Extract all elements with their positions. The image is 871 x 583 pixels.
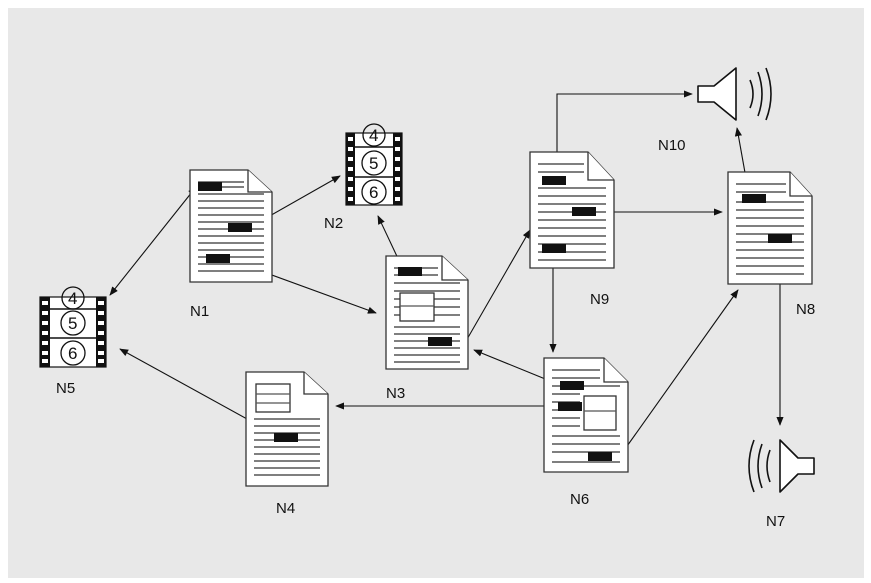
film-icon [345,123,403,206]
node-label-n10: N10 [658,137,686,154]
link-anchor[interactable] [398,267,422,276]
speaker-icon [697,67,772,121]
image-box [399,292,435,322]
frame-number: 6 [68,344,77,363]
node-label-n5: N5 [56,380,75,397]
node-n8-document[interactable] [727,171,813,285]
link-anchor[interactable] [558,402,582,411]
link-anchor[interactable] [768,234,792,243]
table-box [255,383,291,413]
film-icon [39,286,107,368]
link-anchor[interactable] [274,433,298,442]
page-fold-icon [303,372,328,395]
link-anchor[interactable] [542,176,566,185]
link-anchor[interactable] [572,207,596,216]
link-anchor[interactable] [228,223,252,232]
link-anchor[interactable] [588,452,612,461]
link-n9-n10[interactable] [556,90,693,180]
node-label-n9: N9 [590,291,609,308]
link-anchor[interactable] [560,381,584,390]
page-fold-icon [247,170,272,193]
link-anchor[interactable] [542,244,566,253]
node-n1-document[interactable] [189,169,273,283]
page-fold-icon [441,256,468,281]
link-anchor[interactable] [206,254,230,263]
frame-number: 5 [68,314,77,333]
node-n2-video[interactable]: 4 5 6 [345,123,403,206]
frame-number: 6 [369,183,378,202]
link-anchor[interactable] [742,194,766,203]
node-label-n1: N1 [190,303,209,320]
node-n4-document[interactable] [245,371,329,487]
node-label-n2: N2 [324,215,343,232]
page-fold-icon [789,172,812,197]
node-n5-video[interactable]: 4 5 6 [39,286,107,368]
node-label-n6: N6 [570,491,589,508]
node-label-n3: N3 [386,385,405,402]
node-n6-document[interactable] [543,357,629,473]
node-label-n4: N4 [276,500,295,517]
speaker-icon [748,439,815,493]
node-n10-audio[interactable] [697,67,772,121]
node-n7-audio[interactable] [748,439,815,493]
frame-number: 5 [369,154,378,173]
table-box [583,395,617,431]
node-label-n8: N8 [796,301,815,318]
page-fold-icon [587,152,614,181]
node-n9-document[interactable] [529,151,615,269]
node-n3-document[interactable] [385,255,469,370]
node-label-n7: N7 [766,513,785,530]
page-fold-icon [603,358,628,383]
link-anchor[interactable] [198,182,222,191]
frame-number: 4 [369,126,378,145]
link-anchor[interactable] [428,337,452,346]
link-n1-n5[interactable] [109,186,197,296]
frame-number: 4 [68,289,77,308]
